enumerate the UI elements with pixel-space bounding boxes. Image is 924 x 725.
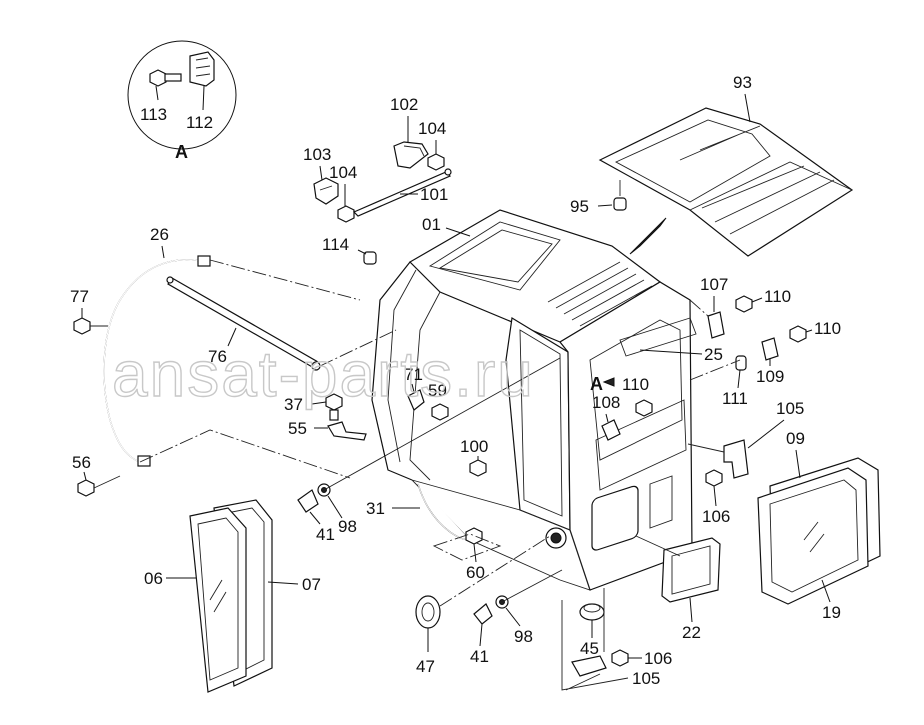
- label-55: 55: [288, 419, 307, 438]
- marker-a-arrow-icon: [602, 377, 615, 387]
- label-60: 60: [466, 563, 485, 582]
- pin-111-part: [735, 355, 747, 371]
- bolt-106b-part: [611, 649, 629, 667]
- bolt-104b-part: [337, 205, 355, 223]
- bolt-56-part: [77, 475, 121, 497]
- cable-26-part: [103, 255, 211, 467]
- harness-31-part: [417, 483, 471, 541]
- label-106b: 106: [644, 649, 672, 668]
- roof-arrow-icon: [629, 217, 667, 255]
- bolt-95-part: [613, 180, 627, 211]
- roof-panel-93: [598, 107, 854, 257]
- plate-25-part: [619, 317, 697, 357]
- label-95: 95: [570, 197, 589, 216]
- label-109: 109: [756, 367, 784, 386]
- cab-frame-01: [371, 209, 693, 591]
- bracket-103-part: [313, 177, 339, 205]
- bracket-102-part: [393, 141, 429, 169]
- label-112: 112: [186, 113, 213, 132]
- label-114: 114: [322, 235, 349, 254]
- label-26: 26: [150, 225, 169, 244]
- bracket-105b-part: [571, 655, 607, 677]
- detail-a-letter: A: [175, 142, 188, 162]
- label-105b: 105: [632, 669, 660, 688]
- label-45: 45: [580, 639, 599, 658]
- clip-109-part: [761, 337, 779, 361]
- plug-41a-part: [297, 489, 319, 513]
- label-77: 77: [70, 287, 89, 306]
- label-71: 71: [404, 365, 423, 384]
- label-98a: 98: [338, 517, 357, 536]
- cap-47-part: [415, 595, 441, 629]
- bolt-113-part: [149, 69, 182, 87]
- label-31: 31: [366, 499, 385, 518]
- label-93: 93: [733, 73, 752, 92]
- label-103: 103: [303, 145, 331, 164]
- bracket-107-part: [707, 311, 725, 339]
- label-98b: 98: [514, 627, 533, 646]
- glass-19-part: [757, 467, 869, 605]
- clip-114-part: [363, 251, 377, 265]
- bolt-110a-part: [735, 295, 753, 313]
- label-104a: 104: [418, 119, 446, 138]
- label-107: 107: [700, 275, 728, 294]
- rod-76-part: [166, 276, 321, 371]
- label-07: 07: [302, 575, 321, 594]
- detail-a: 113 112 A: [127, 40, 237, 162]
- label-01: 01: [422, 215, 441, 234]
- label-100: 100: [460, 437, 488, 456]
- bolt-37-part: [325, 393, 343, 421]
- detail-a-circle: [127, 40, 237, 150]
- label-06: 06: [144, 569, 163, 588]
- label-110a: 110: [764, 287, 791, 306]
- label-104b: 104: [329, 163, 357, 182]
- label-113: 113: [140, 105, 167, 124]
- label-09: 09: [786, 429, 805, 448]
- label-19: 19: [822, 603, 841, 622]
- label-47: 47: [416, 657, 435, 676]
- label-76: 76: [208, 347, 227, 366]
- grommet-45-part: [579, 603, 605, 621]
- plug-41b-part: [473, 603, 493, 625]
- label-108: 108: [592, 393, 620, 412]
- clip-108-part: [601, 399, 653, 441]
- label-102: 102: [390, 95, 418, 114]
- label-22: 22: [682, 623, 701, 642]
- clip-71-part: [407, 389, 425, 411]
- label-41a: 41: [316, 525, 335, 544]
- label-110b: 110: [814, 319, 841, 338]
- label-37: 37: [284, 395, 303, 414]
- bolt-60-part: [465, 527, 483, 545]
- bolt-100-part: [469, 459, 487, 477]
- label-101: 101: [420, 185, 448, 204]
- label-41b: 41: [470, 647, 489, 666]
- bolt-59-part: [431, 403, 449, 421]
- bolt-77-part: [73, 317, 108, 335]
- glass-06-part: [189, 507, 247, 693]
- bolt-110b-part: [789, 325, 807, 343]
- leader-chain-left: [139, 259, 361, 479]
- clip-112-part: [189, 51, 215, 87]
- label-56: 56: [72, 453, 91, 472]
- marker-a: A: [590, 374, 603, 394]
- label-25: 25: [704, 345, 723, 364]
- bolt-104a-part: [427, 153, 445, 171]
- label-110c: 110: [622, 375, 649, 394]
- watermark-text: ansat-parts.ru: [112, 338, 535, 410]
- label-105a: 105: [776, 399, 804, 418]
- bracket-105a-part: [723, 439, 749, 479]
- label-111: 111: [722, 389, 748, 408]
- bracket-55-part: [327, 421, 367, 441]
- bolt-106a-part: [705, 469, 723, 487]
- label-106a: 106: [702, 507, 730, 526]
- label-59: 59: [428, 381, 447, 400]
